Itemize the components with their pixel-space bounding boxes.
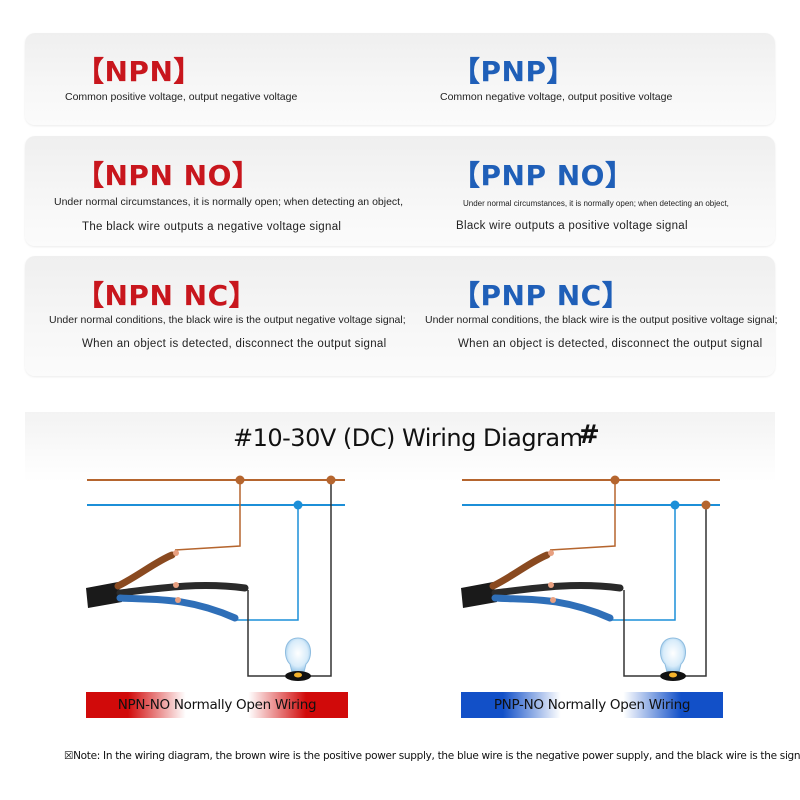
- pnp-node-brown-right: [701, 500, 711, 510]
- no-panel: [25, 136, 775, 246]
- npn-black-lead: [247, 590, 285, 677]
- npn-copper-tip-black: [173, 582, 179, 588]
- npn-nc-description-line2: When an object is detected, disconnect t…: [82, 338, 387, 350]
- npn-node-blue: [293, 500, 303, 510]
- pnp-no-banner-label: PNP-NO Normally Open Wiring: [493, 697, 691, 713]
- npn-cable-blue: [116, 594, 239, 622]
- npn-bulb-icon: [285, 637, 311, 681]
- pnp-no-description-line1: Under normal circumstances, it is normal…: [463, 199, 729, 208]
- npn-cable-jacket: [86, 582, 122, 608]
- npn-load-lead: [305, 480, 332, 677]
- pnp-title: 【PNP】: [452, 55, 575, 88]
- pnp-cable-jacket: [461, 582, 497, 608]
- pnp-cable-black: [491, 582, 624, 597]
- npn-title: 【NPN】: [76, 55, 202, 88]
- npn-copper-tip-blue: [175, 597, 181, 603]
- pnp-brown-lead: [549, 480, 616, 551]
- wiring-note: ☒Note: In the wiring diagram, the brown …: [64, 750, 800, 762]
- npn-node-brown-right: [326, 475, 336, 485]
- pnp-copper-tip-black: [548, 582, 554, 588]
- pnp-copper-tip-blue: [550, 597, 556, 603]
- diagram-title: #10-30V (DC) Wiring Diagram: [233, 424, 583, 452]
- pnp-cable-blue: [491, 594, 614, 622]
- npn-wiring-diagram: [86, 475, 345, 681]
- hash-mark: #: [578, 420, 600, 450]
- npn-node-brown-left: [235, 475, 245, 485]
- npn-no-title: 【NPN NO】: [76, 159, 261, 192]
- pnp-wiring-diagram: [461, 475, 720, 681]
- pnp-node-blue: [670, 500, 680, 510]
- npn-nc-title: 【NPN NC】: [76, 279, 258, 312]
- nc-panel: [25, 256, 775, 376]
- pnp-load-lead: [680, 505, 707, 677]
- pnp-description: Common negative voltage, output positive…: [440, 91, 673, 103]
- pnp-no-title: 【PNP NO】: [452, 159, 634, 192]
- pnp-no-banner: PNP-NO Normally Open Wiring: [461, 692, 723, 718]
- pnp-no-description-line2: Black wire outputs a positive voltage si…: [456, 220, 688, 232]
- pnp-blue-lead: [610, 505, 676, 621]
- npn-cable-brown: [114, 551, 176, 590]
- npn-blue-lead: [235, 505, 299, 621]
- npn-no-banner: NPN-NO Normally Open Wiring: [86, 692, 348, 718]
- pnp-bulb-icon: [660, 637, 686, 681]
- pnp-nc-description-line2: When an object is detected, disconnect t…: [458, 338, 763, 350]
- npn-cable-black: [116, 582, 249, 597]
- diagram-header-panel: [25, 412, 775, 482]
- npn-description: Common positive voltage, output negative…: [65, 91, 298, 103]
- pnp-node-brown: [610, 475, 620, 485]
- pnp-nc-title: 【PNP NC】: [452, 279, 631, 312]
- npn-brown-lead: [174, 480, 241, 551]
- pnp-black-lead: [623, 590, 660, 677]
- npn-copper-tip-brown: [173, 550, 179, 556]
- pnp-copper-tip-brown: [548, 550, 554, 556]
- pnp-nc-description-line1: Under normal conditions, the black wire …: [425, 314, 778, 326]
- npn-nc-description-line1: Under normal conditions, the black wire …: [49, 314, 406, 326]
- npn-pnp-panel: [25, 33, 775, 125]
- pnp-cable-brown: [489, 551, 551, 590]
- npn-no-description-line1: Under normal circumstances, it is normal…: [54, 196, 404, 208]
- npn-no-description-line2: The black wire outputs a negative voltag…: [82, 221, 342, 233]
- npn-no-banner-label: NPN-NO Normally Open Wiring: [117, 697, 317, 713]
